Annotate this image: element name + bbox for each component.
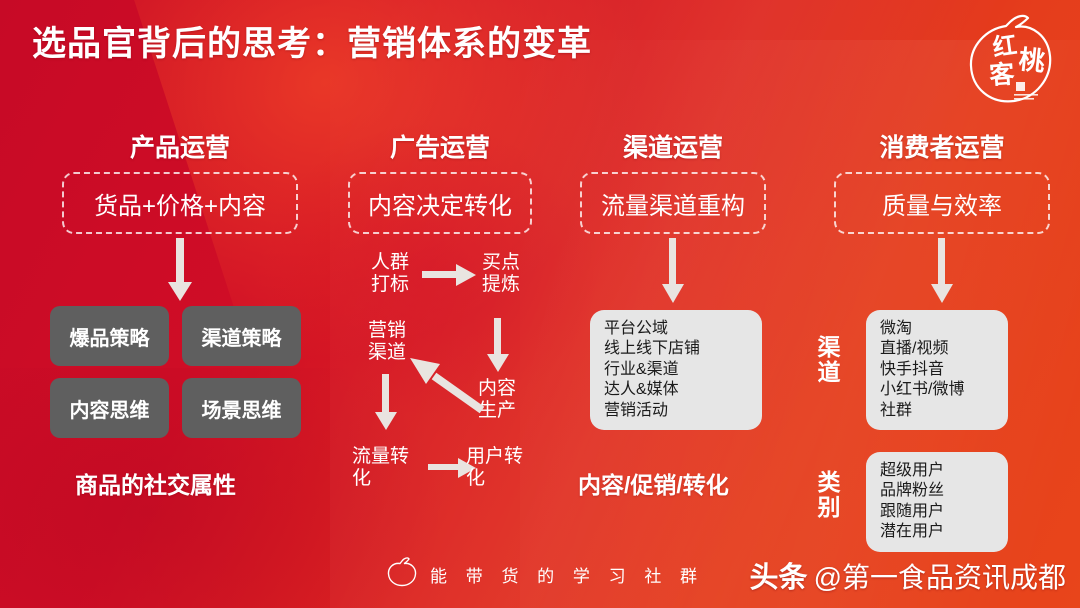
svg-text:桃: 桃 [1017,45,1046,77]
list-box-consumer-category: 超级用户 品牌粉丝 跟随用户 潜在用户 [866,452,1008,552]
flow-label-buy-point-l2: 提炼 [481,273,520,295]
column-footer-channel: 内容/促销/转化 [578,472,729,498]
flow-label-marketing-channel-l2: 渠道 [367,341,406,363]
flow-label-content-production-l2: 生产 [477,399,516,421]
group-label-channel-l2: 道 [817,359,841,386]
flow-label-buy-point: 买点 提炼 [466,252,536,296]
peach-outline-icon [386,557,418,592]
flow-label-marketing-channel-l1: 营销 [367,320,406,341]
list-item-channel-0: 平台公域 [604,320,669,337]
column-footer-product: 商品的社交属性 [75,472,236,498]
flow-label-traffic-conversion-l1: 流量转 [352,446,410,467]
watermark: 头条 @第一食品资讯成都 [750,554,1066,596]
svg-text:客: 客 [988,59,1015,90]
tagline: 能 带 货 的 学 习 社 群 [386,557,704,592]
group-label-channel: 渠 道 [812,334,846,386]
concept-box-ads: 内容决定转化 [348,172,532,234]
svg-text:红: 红 [991,31,1019,62]
list-item-consumer-category-1: 品牌粉丝 [880,482,945,500]
flow-label-buy-point-l1: 买点 [481,252,520,273]
flow-label-user-conversion-l1: 用户转 [466,446,524,467]
group-label-category-l2: 别 [817,494,841,521]
list-item-channel-4: 营销活动 [604,401,669,419]
flow-label-crowd-tag: 人群 打标 [355,252,425,296]
peach-logo-icon: 红 桃 客 [958,8,1062,112]
list-item-consumer-channel-4: 社群 [880,401,913,419]
list-box-consumer-channel: 微淘 直播/视频 快手抖音 小红书/微博 社群 [866,310,1008,431]
flow-label-content-production-l1: 内容 [477,378,516,399]
watermark-handle: @第一食品资讯成都 [813,562,1066,593]
arrow-down-product [168,238,192,301]
list-item-channel-1: 线上线下店铺 [604,340,701,358]
column-header-consumer: 消费者运营 [879,134,1005,162]
flow-label-content-production: 内容 生产 [462,378,532,422]
flow-label-traffic-conversion: 流量转 化 [352,446,426,490]
flow-label-marketing-channel: 营销 渠道 [352,320,422,364]
concept-box-consumer: 质量与效率 [834,172,1050,234]
list-item-consumer-channel-1: 直播/视频 [880,340,949,358]
list-item-consumer-channel-0: 微淘 [880,320,913,337]
arrow-down-consumer [931,238,953,303]
list-item-consumer-channel-3: 小红书/微博 [880,381,965,399]
flow-label-traffic-conversion-l2: 化 [352,467,372,489]
list-item-consumer-channel-2: 快手抖音 [880,360,945,378]
background-glow-d [260,120,600,420]
tile-product-0: 爆品策略 [50,306,169,366]
group-label-category: 类 别 [812,469,846,521]
tile-product-1: 渠道策略 [182,306,301,366]
list-item-consumer-category-3: 潜在用户 [880,523,945,541]
concept-box-channel: 流量渠道重构 [580,172,766,234]
list-item-consumer-category-2: 跟随用户 [880,502,945,520]
group-label-channel-l1: 渠 [817,334,841,360]
flow-label-user-conversion-l2: 化 [466,467,486,489]
slide-title: 选品官背后的思考：营销体系的变革 [32,25,592,63]
list-box-channel: 平台公域 线上线下店铺 行业&渠道 达人&媒体 营销活动 [590,310,762,431]
list-item-consumer-category-0: 超级用户 [880,462,945,479]
column-header-product: 产品运营 [129,134,230,162]
group-label-category-l1: 类 [817,469,841,495]
tile-product-2: 内容思维 [50,378,169,438]
list-item-channel-2: 行业&渠道 [604,360,679,378]
column-header-channel: 渠道运营 [622,134,723,162]
tile-product-3: 场景思维 [182,378,301,438]
arrow-down-buypoint-to-content [487,318,509,372]
concept-box-product: 货品+价格+内容 [62,172,298,234]
flow-label-crowd-tag-l1: 人群 [370,252,409,273]
tagline-text: 能 带 货 的 学 习 社 群 [430,567,705,586]
flow-label-user-conversion: 用户转 化 [466,446,540,490]
watermark-brand: 头条 [749,562,808,594]
flow-label-crowd-tag-l2: 打标 [370,273,409,295]
arrow-down-channel [662,238,684,303]
column-header-ads: 广告运营 [389,134,490,162]
list-item-channel-3: 达人&媒体 [604,381,679,399]
arrow-down-channel-to-traffic [375,374,397,430]
